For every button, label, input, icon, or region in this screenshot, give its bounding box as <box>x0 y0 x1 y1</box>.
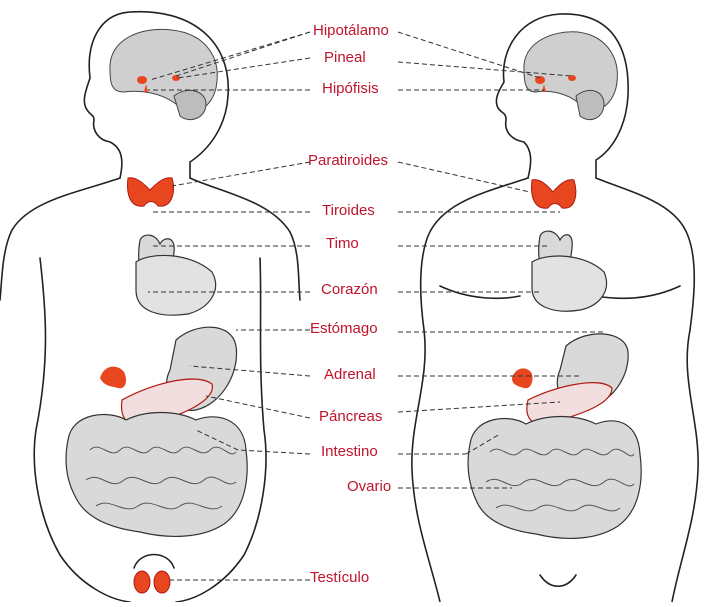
brains <box>109 28 618 120</box>
intestine-folds <box>85 446 635 512</box>
label-parathyroid: Paratiroides <box>308 152 389 169</box>
label-thyroid: Tiroides <box>322 202 375 219</box>
leader-lines <box>148 31 606 581</box>
organs <box>65 230 642 539</box>
label-pituitary: Hipófisis <box>322 80 379 97</box>
label-testicle: Testículo <box>310 569 370 586</box>
label-thymus: Timo <box>326 235 359 252</box>
label-pineal: Pineal <box>324 49 366 66</box>
female-body-outline <box>411 13 699 603</box>
label-heart: Corazón <box>321 281 378 298</box>
label-ovary: Ovario <box>347 478 392 495</box>
label-intestine: Intestino <box>321 443 378 460</box>
label-hypothalamus: Hipotálamo <box>313 22 389 39</box>
label-adrenal: Adrenal <box>324 366 376 383</box>
label-pancreas: Páncreas <box>319 408 383 425</box>
label-stomach: Estómago <box>310 320 378 337</box>
male-body-outline <box>0 10 301 603</box>
